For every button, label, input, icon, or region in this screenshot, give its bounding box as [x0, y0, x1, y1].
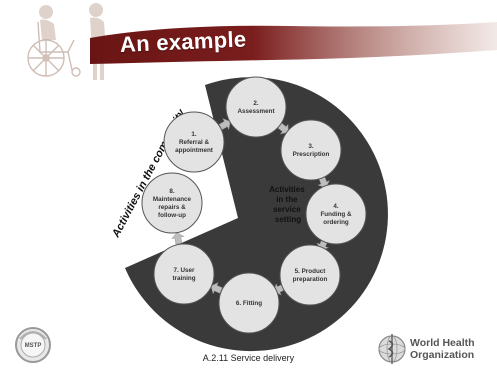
service-setting-label: Activities in the service setting	[269, 185, 307, 224]
step-circle	[279, 244, 341, 306]
step-label: 1.Referral &appointment	[175, 131, 214, 154]
step-circle	[225, 76, 287, 138]
step-label-line: 1.	[191, 131, 197, 138]
step-label-line: 4.	[333, 203, 339, 210]
step-label: 6. Fitting	[236, 300, 262, 307]
step-label-line: 6. Fitting	[236, 300, 262, 307]
step-label-line: Referral &	[179, 139, 210, 146]
cycle-arrows	[171, 118, 331, 296]
step-label-line: appointment	[175, 147, 214, 154]
who-name: World Health Organization	[410, 337, 477, 361]
cycle-arrow	[210, 282, 223, 295]
step-label-line: 2.	[253, 100, 259, 107]
step-label-line: follow-up	[158, 212, 186, 219]
step-label-line: ordering	[323, 219, 349, 226]
cycle-arrow	[277, 122, 289, 135]
step-label-line: preparation	[293, 276, 328, 283]
cycle-arrow	[218, 118, 231, 130]
cycle-arrow	[317, 175, 331, 188]
title-banner	[90, 22, 497, 64]
step-label: 3.Prescription	[293, 143, 330, 158]
cycle-arrow	[171, 232, 185, 245]
mstp-logo: MSTP	[15, 327, 51, 363]
step-circle	[153, 243, 215, 305]
step-label-line: 5. Product	[295, 268, 327, 275]
step-label-line: 8.	[169, 188, 175, 195]
step-circle	[163, 111, 225, 173]
step-label-line: Prescription	[293, 151, 330, 158]
cycle-step-node: 6. Fitting	[218, 272, 280, 334]
svg-text:MSTP: MSTP	[25, 343, 42, 349]
step-circle	[280, 119, 342, 181]
step-label-line: Maintenance	[153, 196, 192, 203]
step-label-line: Assessment	[237, 108, 275, 115]
step-label-line: repairs &	[158, 204, 186, 211]
step-label: 4.Funding &ordering	[320, 203, 352, 226]
step-circle	[305, 183, 367, 245]
step-label-line: training	[172, 275, 195, 282]
footer-caption: A.2.11 Service delivery	[202, 353, 295, 363]
cycle-step-node: 4.Funding &ordering	[305, 183, 367, 245]
cycle-nodes: 1.Referral &appointment 2.Assessment 3.Pre…	[141, 76, 367, 334]
cycle-step-node: 3.Prescription	[280, 119, 342, 181]
step-label-line: Funding &	[320, 211, 352, 218]
step-label-line: 7. User	[173, 267, 195, 274]
step-circle	[218, 272, 280, 334]
who-emblem-icon	[378, 334, 406, 364]
cycle-step-node: 1.Referral &appointment	[163, 111, 225, 173]
step-circle	[141, 172, 203, 234]
step-label-line: 3.	[308, 143, 314, 150]
cycle-step-node: 2.Assessment	[225, 76, 287, 138]
step-label: 2.Assessment	[237, 100, 275, 115]
